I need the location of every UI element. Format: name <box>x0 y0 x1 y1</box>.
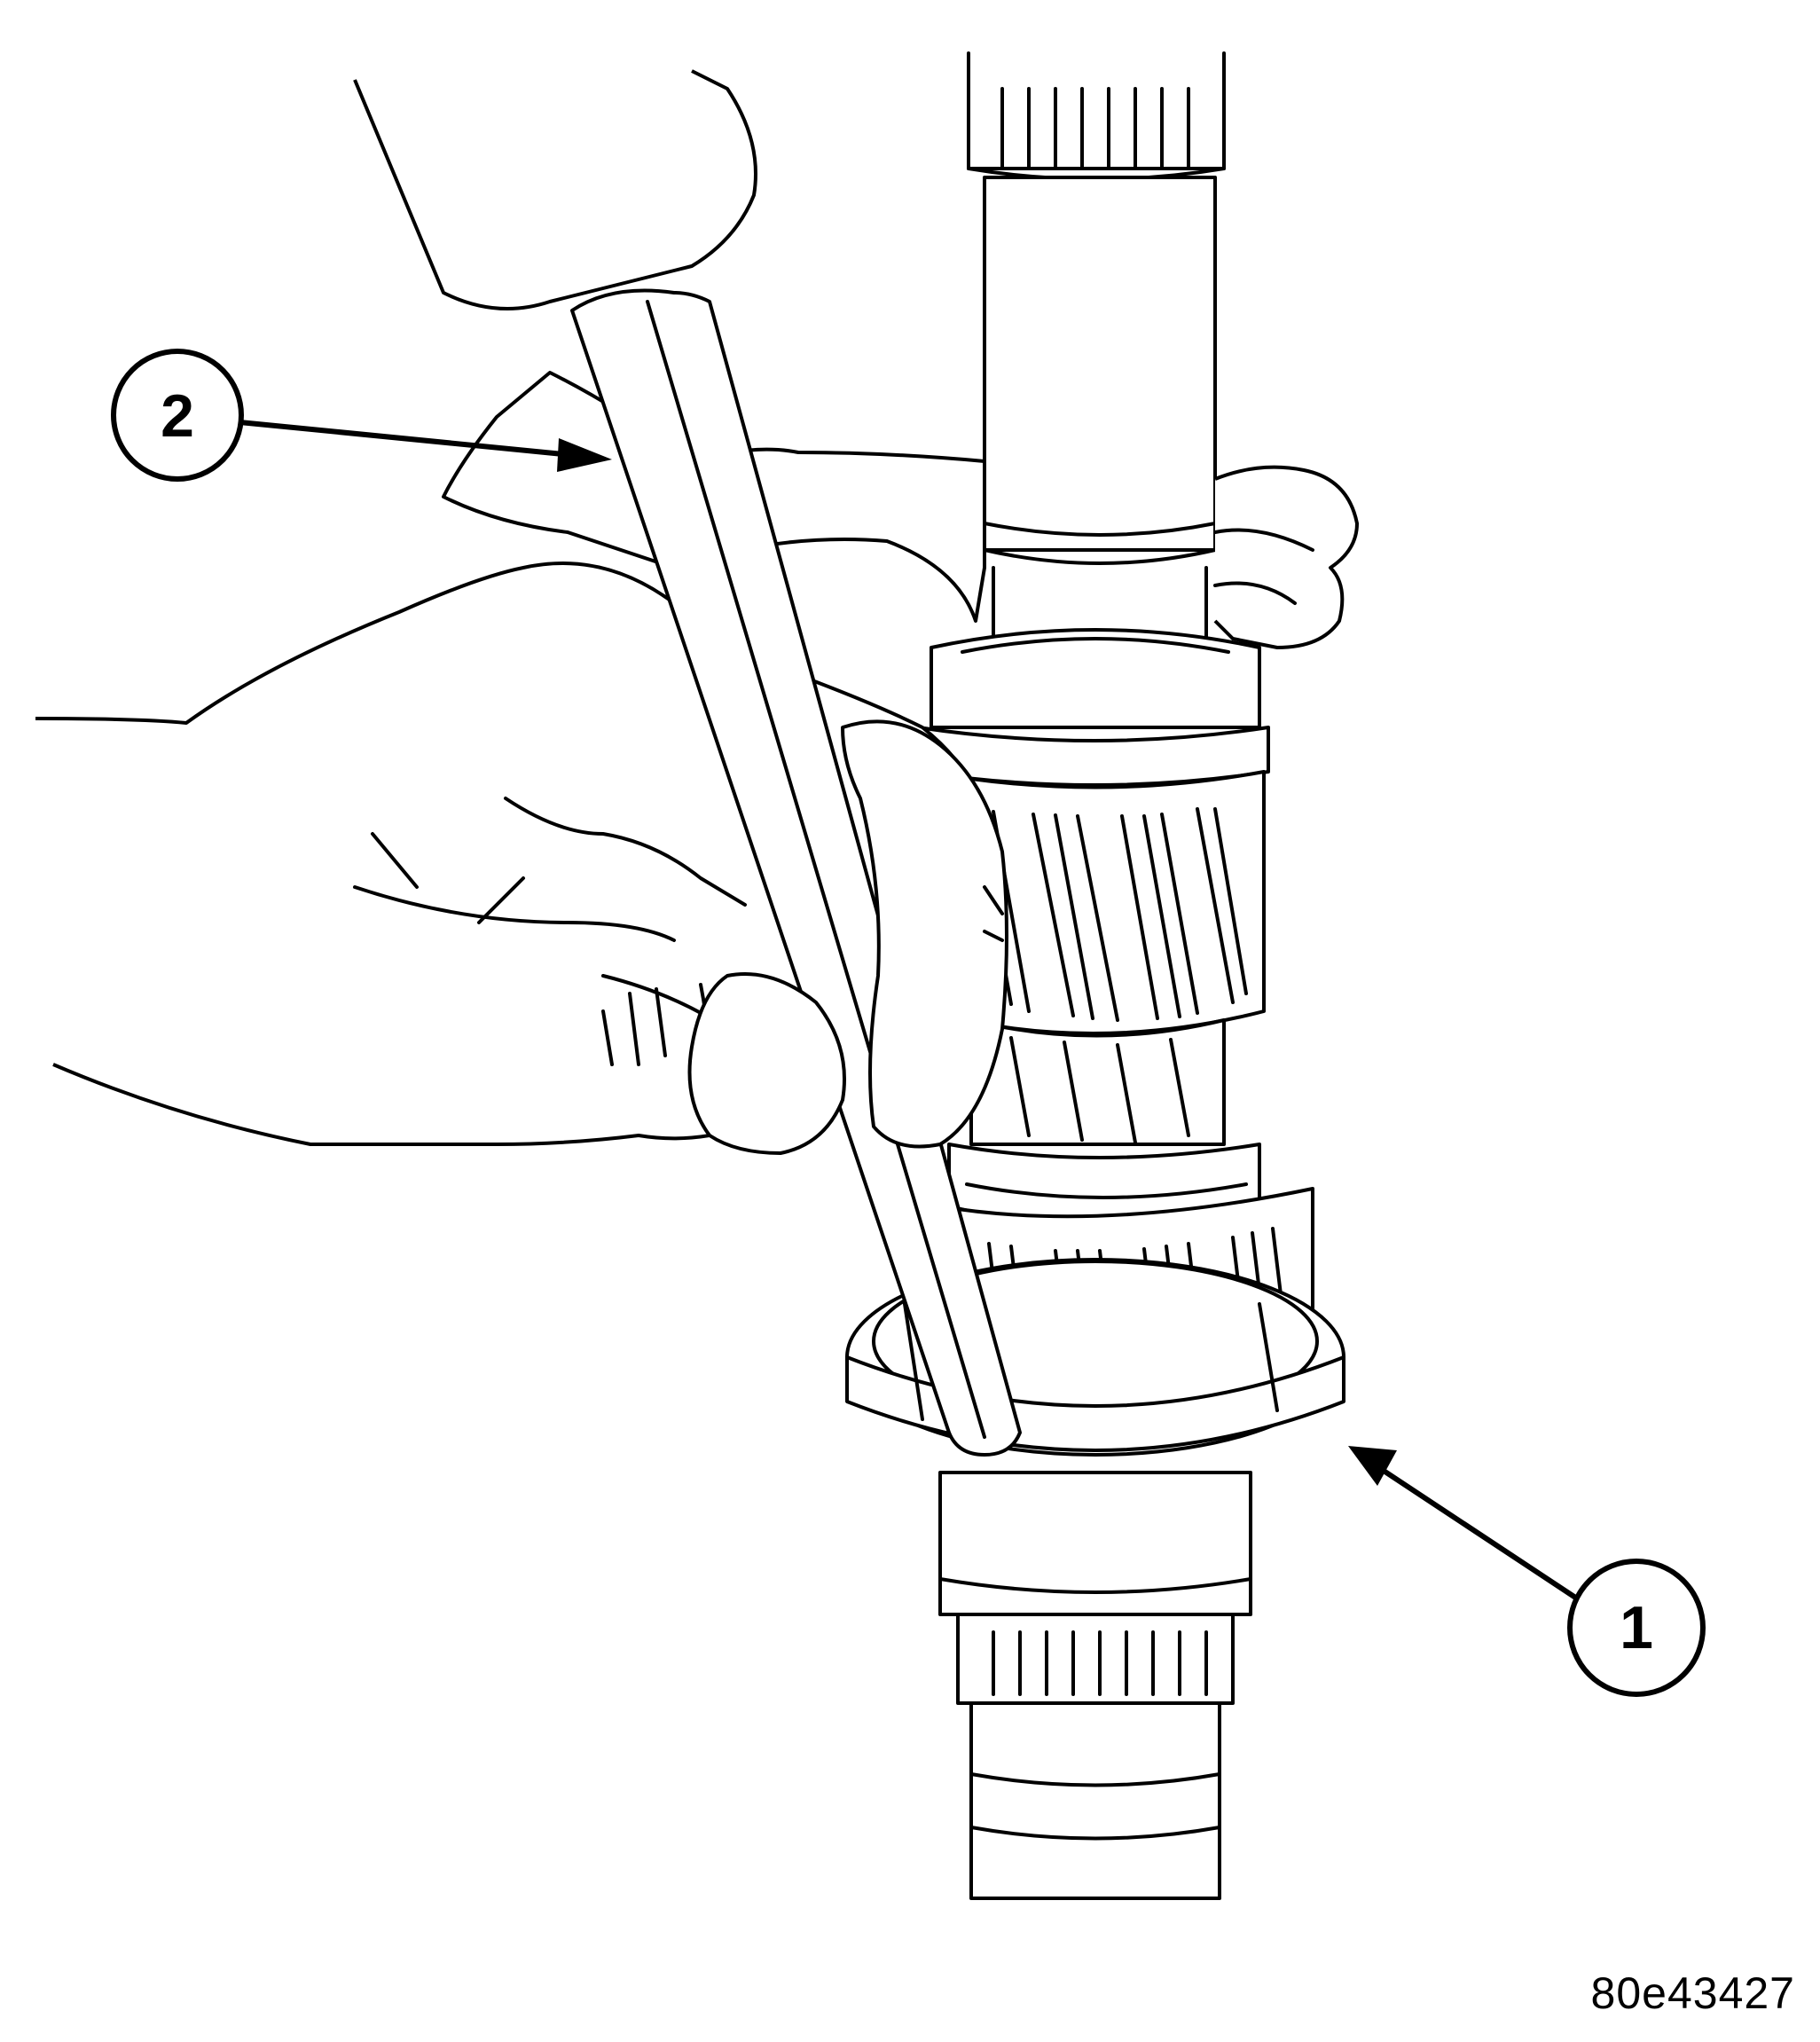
callout-1-leader <box>1381 1468 1590 1608</box>
callout-1-arrowhead <box>1348 1446 1397 1486</box>
callout-1-circle <box>1567 1559 1706 1697</box>
pry-bar <box>570 288 1022 1457</box>
callout-1: 1 <box>1348 1446 1706 1697</box>
callout-1-label: 1 <box>1620 1594 1653 1661</box>
shaft <box>938 51 1252 1900</box>
figure-id: 80e43427 <box>1590 1968 1795 2018</box>
left-fingers-front <box>687 719 1008 1155</box>
callout-2: 2 <box>111 349 612 482</box>
upper-gear <box>916 628 1270 1146</box>
callout-2-arrowhead <box>557 438 612 472</box>
lower-splines <box>992 1630 1208 1696</box>
callout-2-circle <box>111 349 244 482</box>
callout-2-leader <box>237 420 566 457</box>
callout-2-label: 2 <box>161 382 194 450</box>
